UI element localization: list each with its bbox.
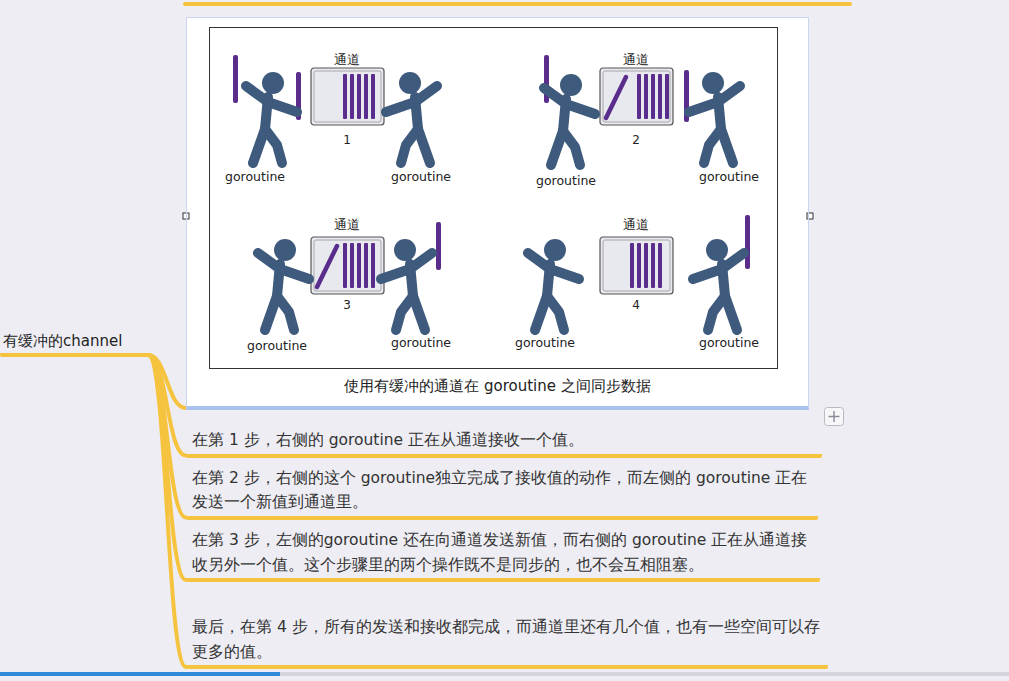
topic-text: 有缓冲的channel — [3, 330, 150, 352]
value-bar — [317, 246, 337, 287]
branch-connector — [148, 355, 186, 667]
figure-label: goroutine — [391, 169, 451, 184]
topic-text: 在第 2 步，右侧的这个 goroutine独立完成了接收值的动作，而左侧的 g… — [192, 466, 812, 515]
panel — [258, 239, 309, 330]
value-bar — [606, 77, 626, 118]
panel — [311, 237, 384, 294]
panel — [528, 215, 750, 330]
figure-label: goroutine — [699, 169, 759, 184]
resize-handle — [807, 213, 813, 219]
figure-label: goroutine — [699, 335, 759, 350]
step-number: 1 — [343, 133, 351, 148]
note-topic: 在第 3 步，左侧的goroutine 还在向通道发送新值，而右侧的 gorou… — [186, 528, 820, 582]
figure-label: 通道 — [334, 52, 360, 67]
panel — [258, 222, 441, 330]
figure-label: goroutine — [247, 338, 307, 353]
progress-track — [0, 672, 1009, 676]
figure-label: 通道 — [623, 217, 649, 232]
panel — [386, 72, 437, 163]
image-caption: 使用有缓冲的通道在 goroutine 之间同步数据 — [187, 376, 808, 396]
image-frame — [210, 28, 778, 369]
topic-text: 在第 3 步，左侧的goroutine 还在向通道发送新值，而右侧的 gorou… — [192, 528, 814, 577]
figure-label: goroutine — [536, 173, 596, 188]
panel — [630, 243, 662, 288]
value-bar — [436, 222, 441, 270]
figure-label: 通道 — [623, 52, 649, 67]
panel — [637, 74, 669, 119]
add-button — [825, 408, 844, 426]
panel — [343, 243, 375, 288]
figure-label: 通道 — [334, 217, 360, 232]
panel — [246, 72, 297, 163]
image-card — [186, 17, 809, 410]
value-bar — [745, 215, 750, 269]
step-number: 4 — [632, 298, 640, 313]
note-topic: 最后，在第 4 步，所有的发送和接收都完成，而通道里还有几个值，也有一些空间可以… — [186, 615, 828, 669]
panel — [689, 72, 740, 163]
branch-connector — [148, 355, 186, 580]
panel — [544, 55, 740, 165]
step-number: 2 — [632, 133, 640, 148]
panel — [311, 68, 384, 125]
panel — [343, 74, 375, 119]
panel — [381, 239, 432, 330]
topic-text: 在第 1 步，右侧的 goroutine 正在从通道接收一个值。 — [192, 428, 816, 453]
figure-label: goroutine — [391, 335, 451, 350]
branch-underline — [185, 2, 850, 6]
note-topic: 在第 2 步，右侧的这个 goroutine独立完成了接收值的动作，而左侧的 g… — [186, 466, 818, 520]
figure-label: goroutine — [225, 169, 285, 184]
note-topic: 在第 1 步，右侧的 goroutine 正在从通道接收一个值。 — [186, 428, 822, 458]
step-number: 3 — [343, 298, 351, 313]
value-bar — [233, 55, 238, 103]
progress-fill — [0, 672, 280, 676]
panel — [600, 237, 673, 294]
panel — [528, 239, 579, 330]
figure-label: goroutine — [515, 335, 575, 350]
panel — [600, 68, 673, 125]
root-topic: 有缓冲的channel — [0, 330, 150, 357]
topic-text: 最后，在第 4 步，所有的发送和接收都完成，而通道里还有几个值，也有一些空间可以… — [192, 615, 822, 664]
add-button — [829, 411, 840, 422]
panel — [544, 74, 595, 165]
add-button — [825, 408, 844, 426]
panel — [693, 239, 744, 330]
panel — [233, 55, 437, 163]
